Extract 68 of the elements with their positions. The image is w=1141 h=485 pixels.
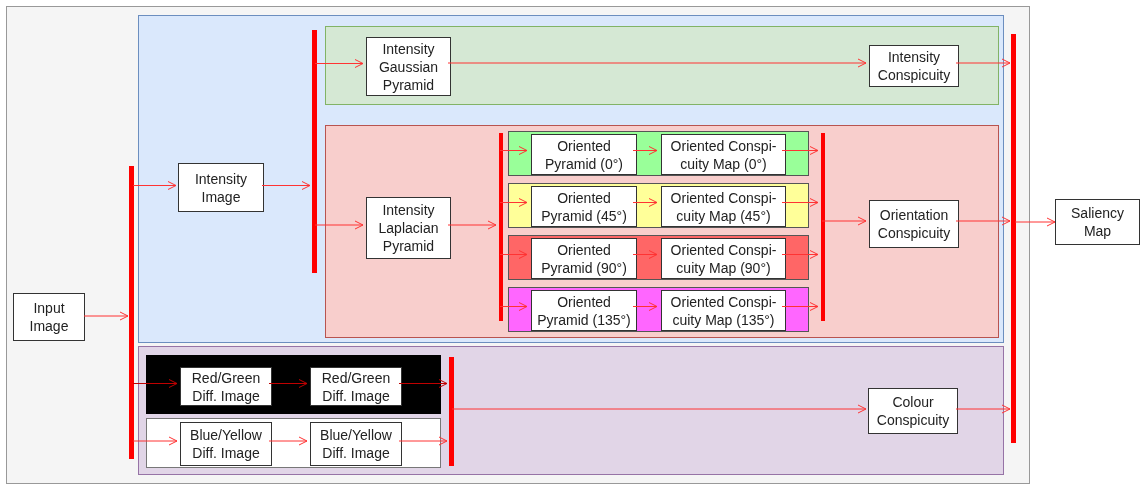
arrow [1014, 217, 1056, 227]
panel [325, 125, 999, 338]
arrow [821, 216, 867, 226]
arrow [447, 220, 497, 230]
arrow [632, 250, 658, 259]
arrow [632, 198, 658, 207]
process-box: Oriented Pyramid (0°) [531, 134, 637, 175]
arrow [781, 146, 819, 155]
arrow [398, 436, 448, 446]
process-box: Saliency Map [1055, 199, 1140, 245]
row-band [508, 131, 809, 176]
arrow [314, 59, 364, 68]
panel [138, 15, 1004, 343]
arrow [499, 146, 528, 155]
arrow [781, 250, 819, 259]
row-band [508, 235, 809, 280]
process-box: Oriented Conspi- cuity Map (135°) [661, 290, 786, 331]
row-band [508, 183, 809, 228]
arrow [955, 58, 1011, 68]
arrow [314, 220, 364, 230]
arrow [132, 436, 178, 446]
row-band [146, 418, 441, 468]
junction-bar [312, 30, 317, 273]
process-box: Intensity Laplacian Pyramid [366, 197, 451, 259]
process-box: Oriented Pyramid (45°) [531, 186, 637, 227]
process-box: Blue/Yellow Diff. Image [310, 422, 402, 466]
arrow [499, 198, 528, 207]
arrow [499, 302, 528, 311]
process-box: Red/Green Diff. Image [310, 367, 402, 406]
diagram-frame [6, 6, 1030, 484]
arrow [955, 216, 1011, 226]
junction-bar [499, 133, 503, 321]
junction-bar [821, 133, 825, 321]
process-box: Intensity Gaussian Pyramid [366, 37, 451, 96]
row-band [146, 355, 441, 414]
process-box: Oriented Pyramid (90°) [531, 238, 637, 279]
row-band [508, 287, 809, 332]
arrow [268, 379, 308, 388]
process-box: Intensity Conspicuity [869, 45, 959, 87]
panel [325, 26, 999, 105]
junction-bar [129, 166, 134, 459]
arrow [632, 146, 658, 155]
process-box: Red/Green Diff. Image [180, 367, 272, 406]
panel [138, 346, 1004, 475]
arrow [398, 379, 448, 388]
arrow [781, 302, 819, 311]
process-box: Oriented Conspi- cuity Map (45°) [661, 186, 786, 227]
process-box: Oriented Conspi- cuity Map (0°) [661, 134, 786, 175]
arrow [83, 311, 129, 321]
process-box: Blue/Yellow Diff. Image [180, 422, 272, 466]
process-box: Intensity Image [178, 163, 264, 212]
process-box: Colour Conspicuity [868, 388, 958, 434]
arrow [451, 404, 867, 414]
arrow [268, 436, 308, 446]
arrow [132, 379, 178, 388]
junction-bar [1011, 34, 1016, 443]
arrow [632, 302, 658, 311]
process-box: Input Image [13, 293, 85, 341]
arrow [955, 404, 1011, 414]
process-box: Orientation Conspicuity [869, 200, 959, 248]
process-box: Oriented Conspi- cuity Map (90°) [661, 238, 786, 279]
junction-bar [449, 357, 454, 466]
arrow [132, 181, 177, 190]
arrow [781, 198, 819, 207]
process-box: Oriented Pyramid (135°) [531, 290, 637, 331]
arrow [261, 181, 311, 190]
arrow [447, 58, 867, 68]
arrow [499, 250, 528, 259]
